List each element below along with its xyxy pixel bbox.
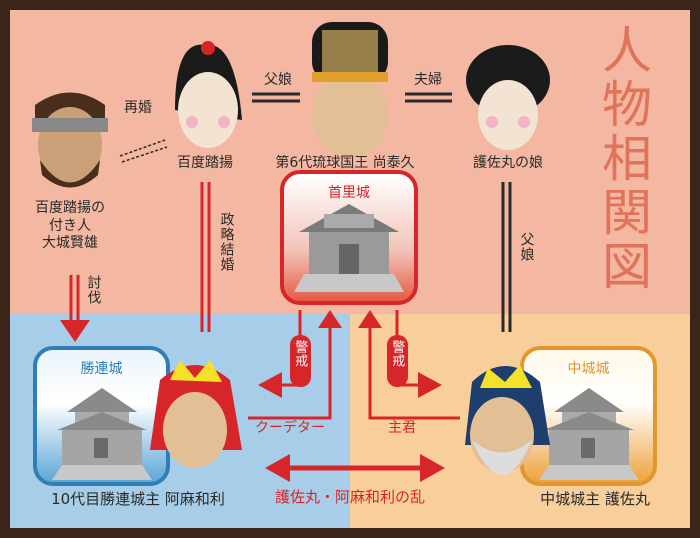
- nakagusuku-castle-box: 中城城: [520, 346, 657, 486]
- caution-badge-right: [387, 335, 408, 387]
- remarriage-label: 再婚: [124, 100, 152, 116]
- amawari-face: [150, 360, 242, 468]
- gosamaru-name: 中城城主 護佐丸: [540, 490, 650, 508]
- relationship-diagram: 首里城 勝連城 中城城: [10, 10, 690, 528]
- wife-name: 護佐丸の娘: [473, 155, 543, 171]
- connectors: [32, 22, 550, 482]
- amawari-name: 10代目勝連城主 阿麻和利: [51, 490, 225, 508]
- diagram-title: 人物相関図: [594, 24, 652, 294]
- subjugation-label: 討伐: [85, 275, 102, 305]
- remarriage-line: [119, 139, 168, 163]
- castle-icon: [539, 388, 639, 480]
- rebellion-label: 護佐丸・阿麻和利の乱: [274, 488, 426, 506]
- arrowheads: [60, 310, 445, 482]
- lord-label: 主君: [388, 420, 416, 436]
- caution-badge-left: [290, 335, 311, 387]
- castle-icon: [294, 204, 404, 292]
- father-daughter-label-2: 父娘: [518, 232, 535, 262]
- castle-icon: [52, 388, 152, 480]
- king-name: 第6代琉球国王 尚泰久: [275, 155, 415, 171]
- married-label: 夫婦: [414, 72, 442, 88]
- political-marriage-label: 政略結婚: [218, 212, 235, 272]
- princess-face: [175, 41, 242, 148]
- king-face: [312, 22, 388, 157]
- coup-label: クーデター: [255, 420, 325, 436]
- father-daughter-label: 父娘: [264, 72, 292, 88]
- retainer-face: [32, 92, 108, 188]
- retainer-name: 百度踏揚の 付き人 大城賢雄: [35, 200, 105, 251]
- katsuren-castle-box: 勝連城: [33, 346, 170, 486]
- princess-name: 百度踏揚: [177, 155, 233, 171]
- caution-label-right: 警戒: [389, 340, 405, 368]
- wife-face: [466, 45, 550, 150]
- nakagusuku-castle-label: 中城城: [567, 361, 610, 377]
- gosamaru-face: [465, 365, 550, 475]
- shuri-castle-label: 首里城: [328, 185, 370, 201]
- caution-label-left: 警戒: [292, 340, 308, 368]
- shuri-castle-box: 首里城: [280, 170, 418, 305]
- katsuren-castle-label: 勝連城: [80, 361, 123, 377]
